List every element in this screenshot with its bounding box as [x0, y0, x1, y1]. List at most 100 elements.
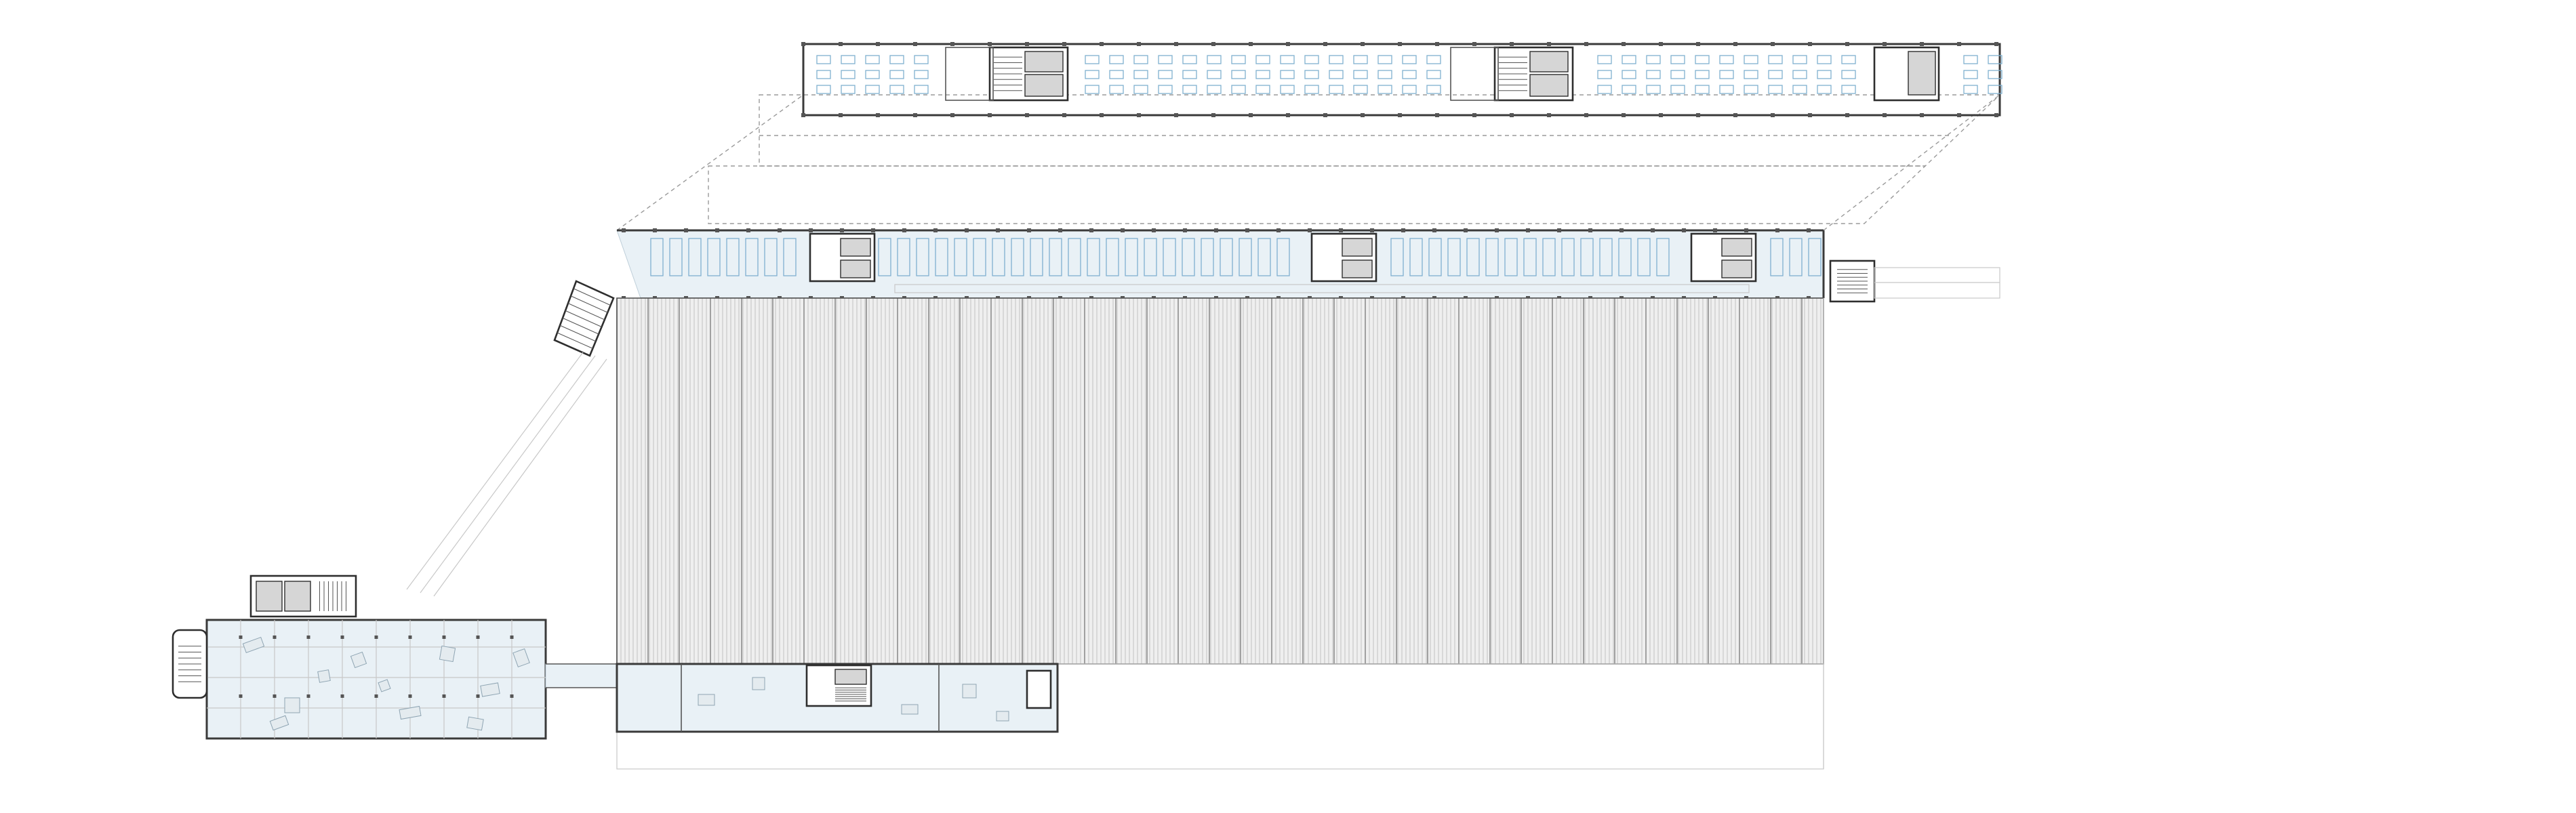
- desk-icon: [1768, 55, 1783, 64]
- desk-icon: [1087, 238, 1100, 276]
- column-icon: [1744, 228, 1748, 232]
- desk-icon: [1402, 85, 1417, 94]
- column-icon: [950, 113, 954, 117]
- stair-icon: [1837, 269, 1868, 293]
- desk-icon: [841, 70, 856, 79]
- column-icon: [653, 228, 657, 232]
- desk-icon: [935, 238, 948, 276]
- desk-icon: [1963, 70, 1978, 79]
- desk-icon: [1622, 55, 1636, 64]
- furniture-piece: [480, 682, 500, 697]
- column-icon: [1957, 42, 1961, 46]
- desk-icon: [889, 85, 904, 94]
- desk-icon: [865, 55, 880, 64]
- column-icon: [1062, 42, 1066, 46]
- desk-icon: [1744, 85, 1758, 94]
- strip-core-3: [1690, 232, 1757, 283]
- column-icon: [1883, 42, 1887, 46]
- desk-icon: [1255, 85, 1270, 94]
- column-icon: [1588, 228, 1592, 232]
- column-icon: [1808, 42, 1812, 46]
- desk-icon: [1085, 70, 1100, 79]
- desk-icon: [1580, 238, 1594, 276]
- column-icon: [1733, 113, 1737, 117]
- desk-icon: [1542, 238, 1556, 276]
- column-icon: [1713, 228, 1717, 232]
- column-icon: [1883, 113, 1887, 117]
- desk-icon: [841, 55, 856, 64]
- upper-core-2: [1493, 46, 1574, 102]
- column-icon: [801, 113, 805, 117]
- desk-icon: [1207, 85, 1222, 94]
- column-icon: [1464, 228, 1468, 232]
- desk-icon: [1597, 70, 1612, 79]
- desk-icon: [1792, 85, 1807, 94]
- column-icon: [1323, 113, 1327, 117]
- column-icon: [1659, 113, 1663, 117]
- desk-icon: [1426, 70, 1441, 79]
- column-icon: [1771, 42, 1775, 46]
- column-icon: [1398, 42, 1402, 46]
- column-icon: [1025, 42, 1029, 46]
- column-icon: [1249, 42, 1253, 46]
- column-icon: [746, 228, 750, 232]
- desk-icon: [1768, 70, 1783, 79]
- column-icon: [1920, 42, 1924, 46]
- desk-icon: [1426, 55, 1441, 64]
- desk-icon: [1622, 70, 1636, 79]
- desk-icon: [1670, 70, 1685, 79]
- furniture-piece: [378, 679, 391, 692]
- desk-icon: [1504, 238, 1518, 276]
- column-icon: [1211, 42, 1215, 46]
- desk-icon: [1276, 238, 1290, 276]
- desk-icon: [1744, 55, 1758, 64]
- desk-icon: [1523, 238, 1537, 276]
- column-icon: [1027, 228, 1031, 232]
- column-icon: [876, 113, 880, 117]
- desk-icon: [1719, 70, 1734, 79]
- column-icon: [1025, 113, 1029, 117]
- desk-icon: [816, 85, 831, 94]
- strip-desk-rows: [650, 238, 1822, 276]
- projection-lines: [616, 94, 2001, 231]
- column-icon: [408, 635, 412, 639]
- desk-icon: [1239, 238, 1252, 276]
- desk-icon: [1428, 238, 1442, 276]
- column-icon: [1276, 228, 1281, 232]
- desk-icon: [865, 85, 880, 94]
- column-icon: [1557, 228, 1561, 232]
- column-icon: [1622, 42, 1626, 46]
- desk-icon: [1637, 238, 1651, 276]
- column-icon: [442, 635, 446, 639]
- annex-core: [805, 664, 872, 707]
- furniture-piece: [996, 711, 1009, 722]
- desk-icon: [1109, 55, 1124, 64]
- desk-icon: [1049, 238, 1062, 276]
- desk-icon: [1068, 238, 1081, 276]
- desk-icon: [1106, 238, 1119, 276]
- column-icon: [1526, 228, 1530, 232]
- annex-furniture: [698, 677, 1009, 722]
- northwest-stair-tower: [553, 280, 615, 357]
- desk-icon: [1231, 85, 1246, 94]
- furniture-piece: [698, 694, 715, 706]
- desk-icon: [669, 238, 683, 276]
- column-icon: [1174, 113, 1178, 117]
- furniture-piece: [242, 636, 265, 654]
- desk-icon: [1646, 70, 1661, 79]
- desk-icon: [1485, 238, 1499, 276]
- column-icon: [1510, 42, 1514, 46]
- desk-icon: [914, 85, 929, 94]
- column-icon: [950, 42, 954, 46]
- furniture-piece: [512, 648, 530, 668]
- upper-columns: [801, 42, 1998, 117]
- desk-icon: [1409, 238, 1423, 276]
- column-icon: [1771, 113, 1775, 117]
- west-stair-core: [172, 575, 357, 699]
- column-icon: [306, 694, 310, 698]
- column-icon: [778, 228, 782, 232]
- desk-icon: [764, 238, 778, 276]
- column-icon: [1339, 228, 1343, 232]
- desk-icon: [1466, 238, 1480, 276]
- column-icon: [839, 42, 843, 46]
